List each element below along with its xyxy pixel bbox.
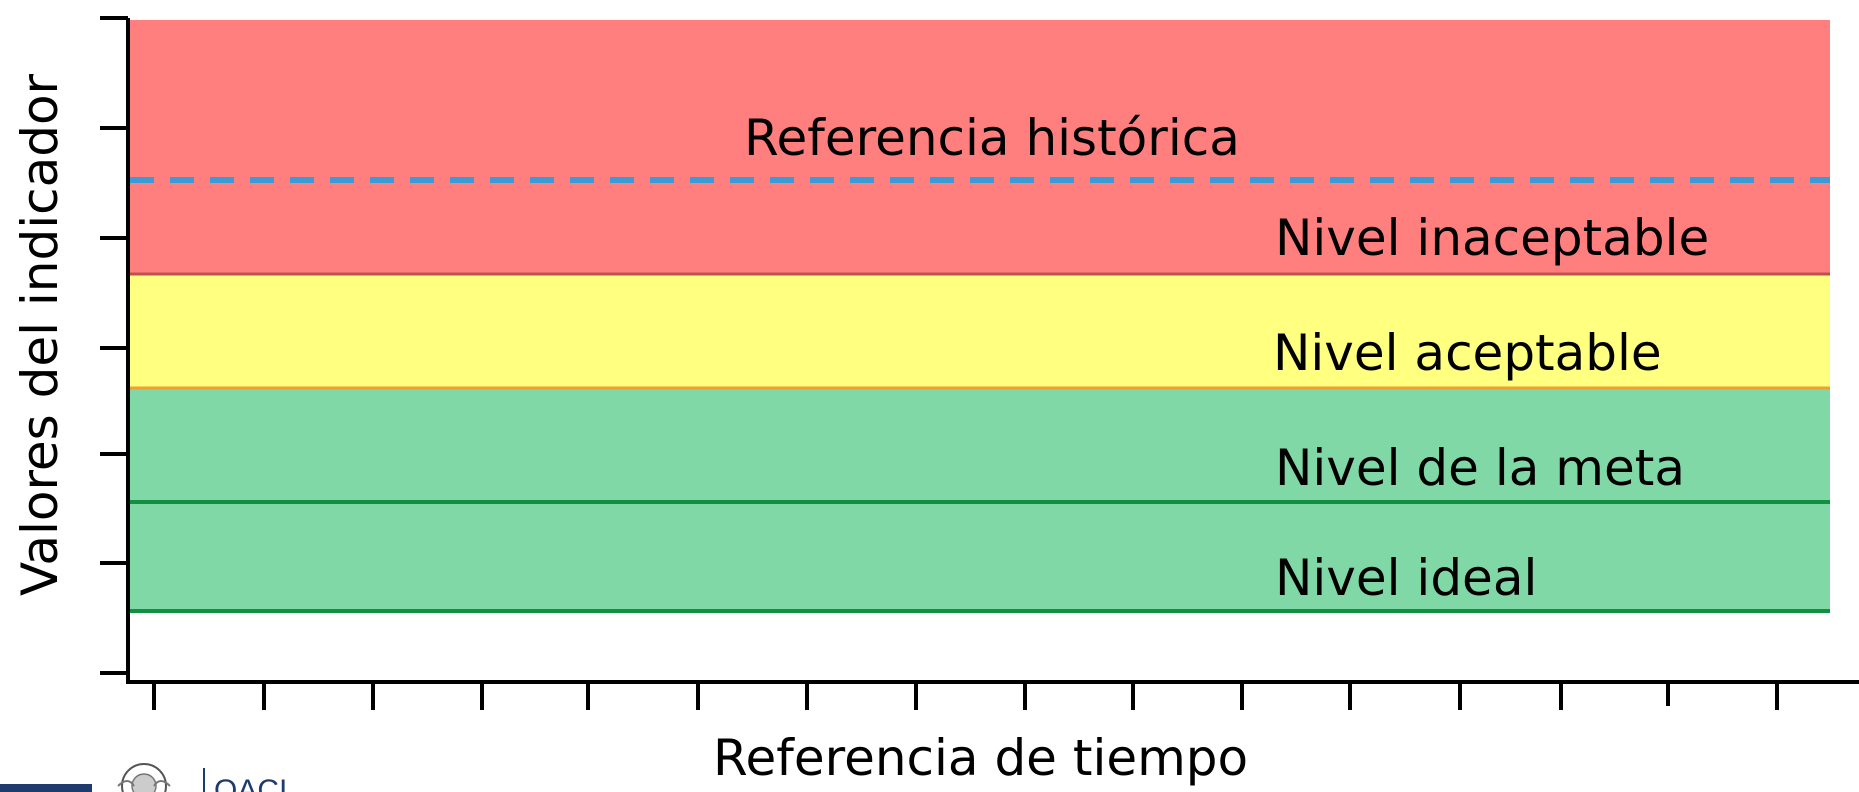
historical-reference-label: Referencia histórica — [744, 109, 1240, 167]
y-axis-label: Valores del indicador — [11, 73, 69, 596]
band-ideal — [130, 502, 1830, 611]
x-axis-label: Referencia de tiempo — [713, 729, 1248, 787]
logo-bar — [0, 784, 92, 792]
band-aceptable — [130, 274, 1830, 388]
band-label-inaceptable: Nivel inaceptable — [1275, 209, 1709, 267]
y-axis — [100, 16, 130, 684]
band-label-ideal: Nivel ideal — [1275, 549, 1537, 607]
band-label-aceptable: Nivel aceptable — [1273, 324, 1662, 382]
logo-text: OACI — [214, 774, 287, 792]
band-inaceptable — [130, 20, 1830, 274]
band-label-meta: Nivel de la meta — [1275, 439, 1685, 497]
logo: OACI — [0, 763, 287, 792]
icao-emblem-icon — [117, 763, 171, 792]
x-axis — [126, 680, 1859, 710]
band-meta — [130, 388, 1830, 502]
